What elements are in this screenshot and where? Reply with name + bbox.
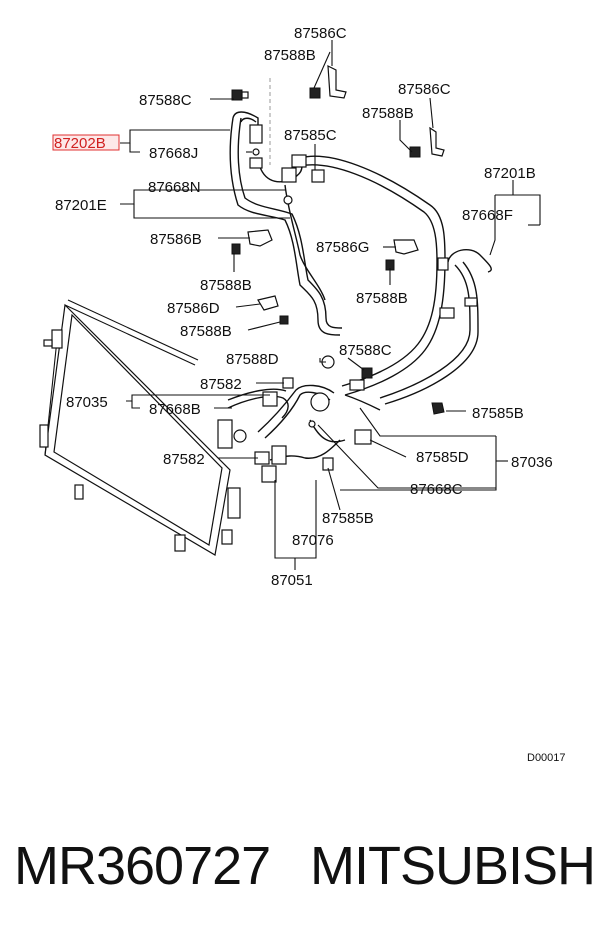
label-87202B[interactable]: 87202B	[54, 135, 106, 152]
label-87586D: 87586D	[167, 300, 220, 317]
label-87668B: 87668B	[149, 401, 201, 418]
label-87668J: 87668J	[149, 145, 198, 162]
label-87585B-bottom: 87585B	[322, 510, 374, 527]
label-87582-a: 87582	[200, 376, 242, 393]
fittings	[231, 64, 478, 483]
label-87588B-top: 87588B	[264, 47, 316, 64]
label-87035: 87035	[66, 394, 108, 411]
label-87586G: 87586G	[316, 239, 369, 256]
label-87585D: 87585D	[416, 449, 469, 466]
label-87588B-mid2: 87588B	[356, 290, 408, 307]
callout-labels: 87586C 87588B 87588C 87586C 87588B 87202…	[52, 25, 553, 589]
label-87588C-left: 87588C	[139, 92, 192, 109]
label-87668N: 87668N	[148, 179, 201, 196]
condenser	[39, 299, 247, 556]
label-87588B-right: 87588B	[362, 105, 414, 122]
footer: MR360727 MITSUBISHI	[0, 835, 600, 905]
brand-name: MITSUBISHI	[310, 836, 600, 896]
label-87076: 87076	[292, 532, 334, 549]
label-87668C: 87668C	[410, 481, 463, 498]
highlight-box-87202B	[52, 134, 120, 151]
label-87585C-top: 87585C	[284, 127, 337, 144]
refrigerant-pipes	[227, 111, 492, 461]
label-87585B-right: 87585B	[472, 405, 524, 422]
label-87201E: 87201E	[55, 197, 107, 214]
label-87201B: 87201B	[484, 165, 536, 182]
label-87588B-lower: 87588B	[180, 323, 232, 340]
label-87051: 87051	[271, 572, 313, 589]
label-87586C-top: 87586C	[294, 25, 347, 42]
parts-diagram: 87586C 87588B 87588C 87586C 87588B 87202…	[39, 25, 553, 589]
leader-lines	[120, 40, 541, 570]
label-87586C-right: 87586C	[398, 81, 451, 98]
label-87036: 87036	[511, 454, 553, 471]
part-number: MR360727	[14, 836, 271, 896]
label-87586B: 87586B	[150, 231, 202, 248]
diagram-code: D00017	[527, 752, 566, 764]
label-87668F: 87668F	[462, 207, 513, 224]
label-87588C-mid: 87588C	[339, 342, 392, 359]
label-87582-b: 87582	[163, 451, 205, 468]
label-87588B-mid: 87588B	[200, 277, 252, 294]
label-87588D: 87588D	[226, 351, 279, 368]
